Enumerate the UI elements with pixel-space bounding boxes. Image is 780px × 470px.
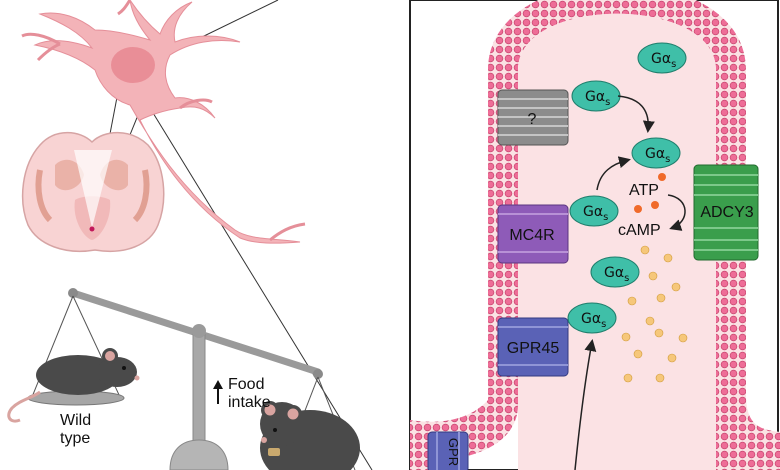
brain-section-icon xyxy=(21,131,165,252)
mc4r-label: MC4R xyxy=(509,227,554,244)
svg-text:Gαs: Gαs xyxy=(583,204,608,223)
adcy3-enzyme: ADCY3 xyxy=(693,164,759,261)
food-intake-label-line2: intake xyxy=(228,394,271,411)
svg-text:Gαs: Gαs xyxy=(585,89,610,108)
wild-type-label-line2: type xyxy=(60,430,90,447)
galpha-s-protein: Gαs xyxy=(631,137,681,169)
food-intake-label-line1: Food xyxy=(228,376,264,393)
cilium-panel: ? MC4R GPR45 GPR xyxy=(409,0,780,470)
galpha-s-protein: Gαs xyxy=(590,256,640,288)
mc4r-receptor: MC4R xyxy=(497,204,569,264)
left-panel: Wild type Food intake xyxy=(7,0,373,470)
galpha-s-protein: Gαs xyxy=(571,80,621,112)
gpr45-label: GPR45 xyxy=(507,340,560,357)
neuron-icon xyxy=(21,0,306,244)
svg-text:Gαs: Gαs xyxy=(604,265,629,284)
gpr-partial-label: GPR xyxy=(446,438,461,466)
nucleus xyxy=(111,47,155,83)
conversion-arrow xyxy=(667,194,686,231)
svg-text:Gαs: Gαs xyxy=(581,311,606,330)
atp-dot xyxy=(658,173,666,181)
activation-arrow xyxy=(617,95,655,133)
up-arrow-icon xyxy=(213,380,223,404)
mouse-icon xyxy=(7,348,140,423)
trafficking-arrow xyxy=(574,339,597,470)
unknown-receptor-label: ? xyxy=(528,111,537,128)
zoom-line xyxy=(149,107,373,470)
unknown-receptor: ? xyxy=(497,89,569,146)
wild-type-label-line1: Wild xyxy=(60,412,91,429)
svg-text:Gαs: Gαs xyxy=(651,51,676,70)
atp-dot xyxy=(651,201,659,209)
galpha-s-protein: Gαs xyxy=(637,42,687,74)
atp-label: ATP xyxy=(629,182,659,199)
mouse-icon xyxy=(260,401,360,470)
activation-arrow xyxy=(596,156,631,191)
gpr45-receptor: GPR45 xyxy=(497,317,569,377)
svg-text:Gαs: Gαs xyxy=(645,146,670,165)
galpha-s-protein: Gαs xyxy=(567,302,617,334)
adcy3-label: ADCY3 xyxy=(700,204,753,221)
atp-dot xyxy=(634,205,642,213)
galpha-s-protein: Gαs xyxy=(569,195,619,227)
camp-label: cAMP xyxy=(618,222,661,239)
camp-dots xyxy=(621,245,688,383)
gpr-receptor-partial: GPR xyxy=(427,431,469,470)
